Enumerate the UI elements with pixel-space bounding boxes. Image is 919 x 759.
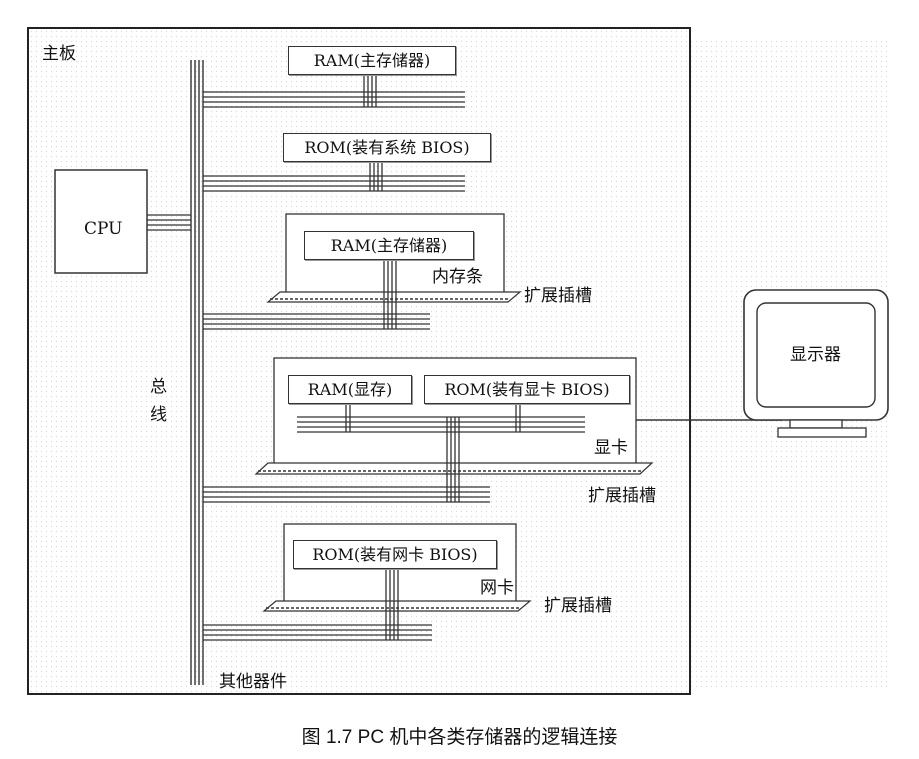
cpu-box <box>54 169 148 274</box>
rom-system-bios-chip: ROM(装有系统 BIOS) <box>283 133 491 162</box>
memory-module-label: 内存条 <box>432 267 483 287</box>
bus-label-top: 总 <box>150 377 167 397</box>
graphics-slot <box>254 462 654 475</box>
graphics-slot-label: 扩展插槽 <box>588 486 656 506</box>
figure-caption: 图 1.7 PC 机中各类存储器的逻辑连接 <box>301 727 618 748</box>
bus-branch-network-slot <box>203 568 432 641</box>
motherboard-label: 主板 <box>42 44 76 64</box>
monitor-icon <box>743 289 889 438</box>
network-slot-label: 扩展插槽 <box>544 596 612 616</box>
system-bus <box>190 60 204 685</box>
bus-branch-rom <box>203 160 465 192</box>
bus-label-bottom: 线 <box>150 405 167 425</box>
network-rom-bios-chip: ROM(装有网卡 BIOS) <box>293 540 497 569</box>
graphics-card-label: 显卡 <box>594 438 628 458</box>
network-card-label: 网卡 <box>480 578 514 598</box>
memory-slot-label: 扩展插槽 <box>524 286 592 306</box>
memory-connection-diagram <box>27 27 890 695</box>
bus-branch-graphics-slot <box>203 417 490 503</box>
cpu-bus-link <box>147 214 191 231</box>
bus-branch-ram <box>203 74 465 108</box>
memory-slot <box>266 291 522 303</box>
ram-main-chip: RAM(主存储器) <box>288 46 456 75</box>
memory-module-ram-chip: RAM(主存储器) <box>304 231 474 260</box>
cpu-label: CPU <box>84 219 123 239</box>
other-devices-label: 其他器件 <box>219 672 287 692</box>
graphics-rom-bios-chip: ROM(装有显卡 BIOS) <box>424 375 630 404</box>
graphics-ram-chip: RAM(显存) <box>288 375 412 404</box>
monitor-label: 显示器 <box>790 345 841 365</box>
graphics-internal-bus <box>297 403 585 433</box>
network-slot <box>262 600 532 612</box>
bus-branch-memory-slot <box>203 258 430 330</box>
